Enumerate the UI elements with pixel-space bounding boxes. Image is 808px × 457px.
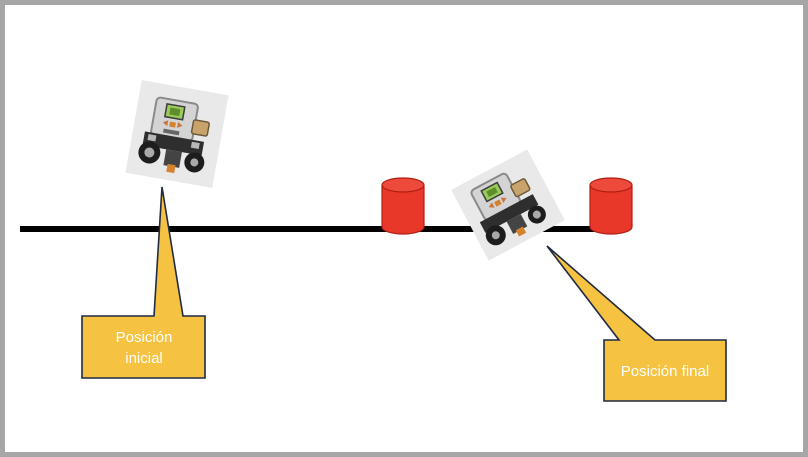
callout-initial-line2: inicial — [125, 350, 163, 367]
obstacle-left — [381, 177, 425, 235]
callout-final-text: Posición final — [620, 362, 710, 380]
robot-initial-image — [125, 80, 229, 188]
callout-initial-line1: Posición — [115, 329, 173, 346]
track-line — [20, 226, 620, 232]
red-cylinder-icon — [381, 177, 425, 235]
callout-final-label: Posición final — [604, 341, 726, 401]
lego-nxt-robot-icon — [125, 80, 229, 188]
callout-initial-label: Posición inicial — [83, 317, 205, 379]
robot-final-image — [451, 149, 565, 261]
lego-nxt-robot-icon — [451, 149, 565, 261]
red-cylinder-icon — [589, 177, 633, 235]
obstacle-right — [589, 177, 633, 235]
